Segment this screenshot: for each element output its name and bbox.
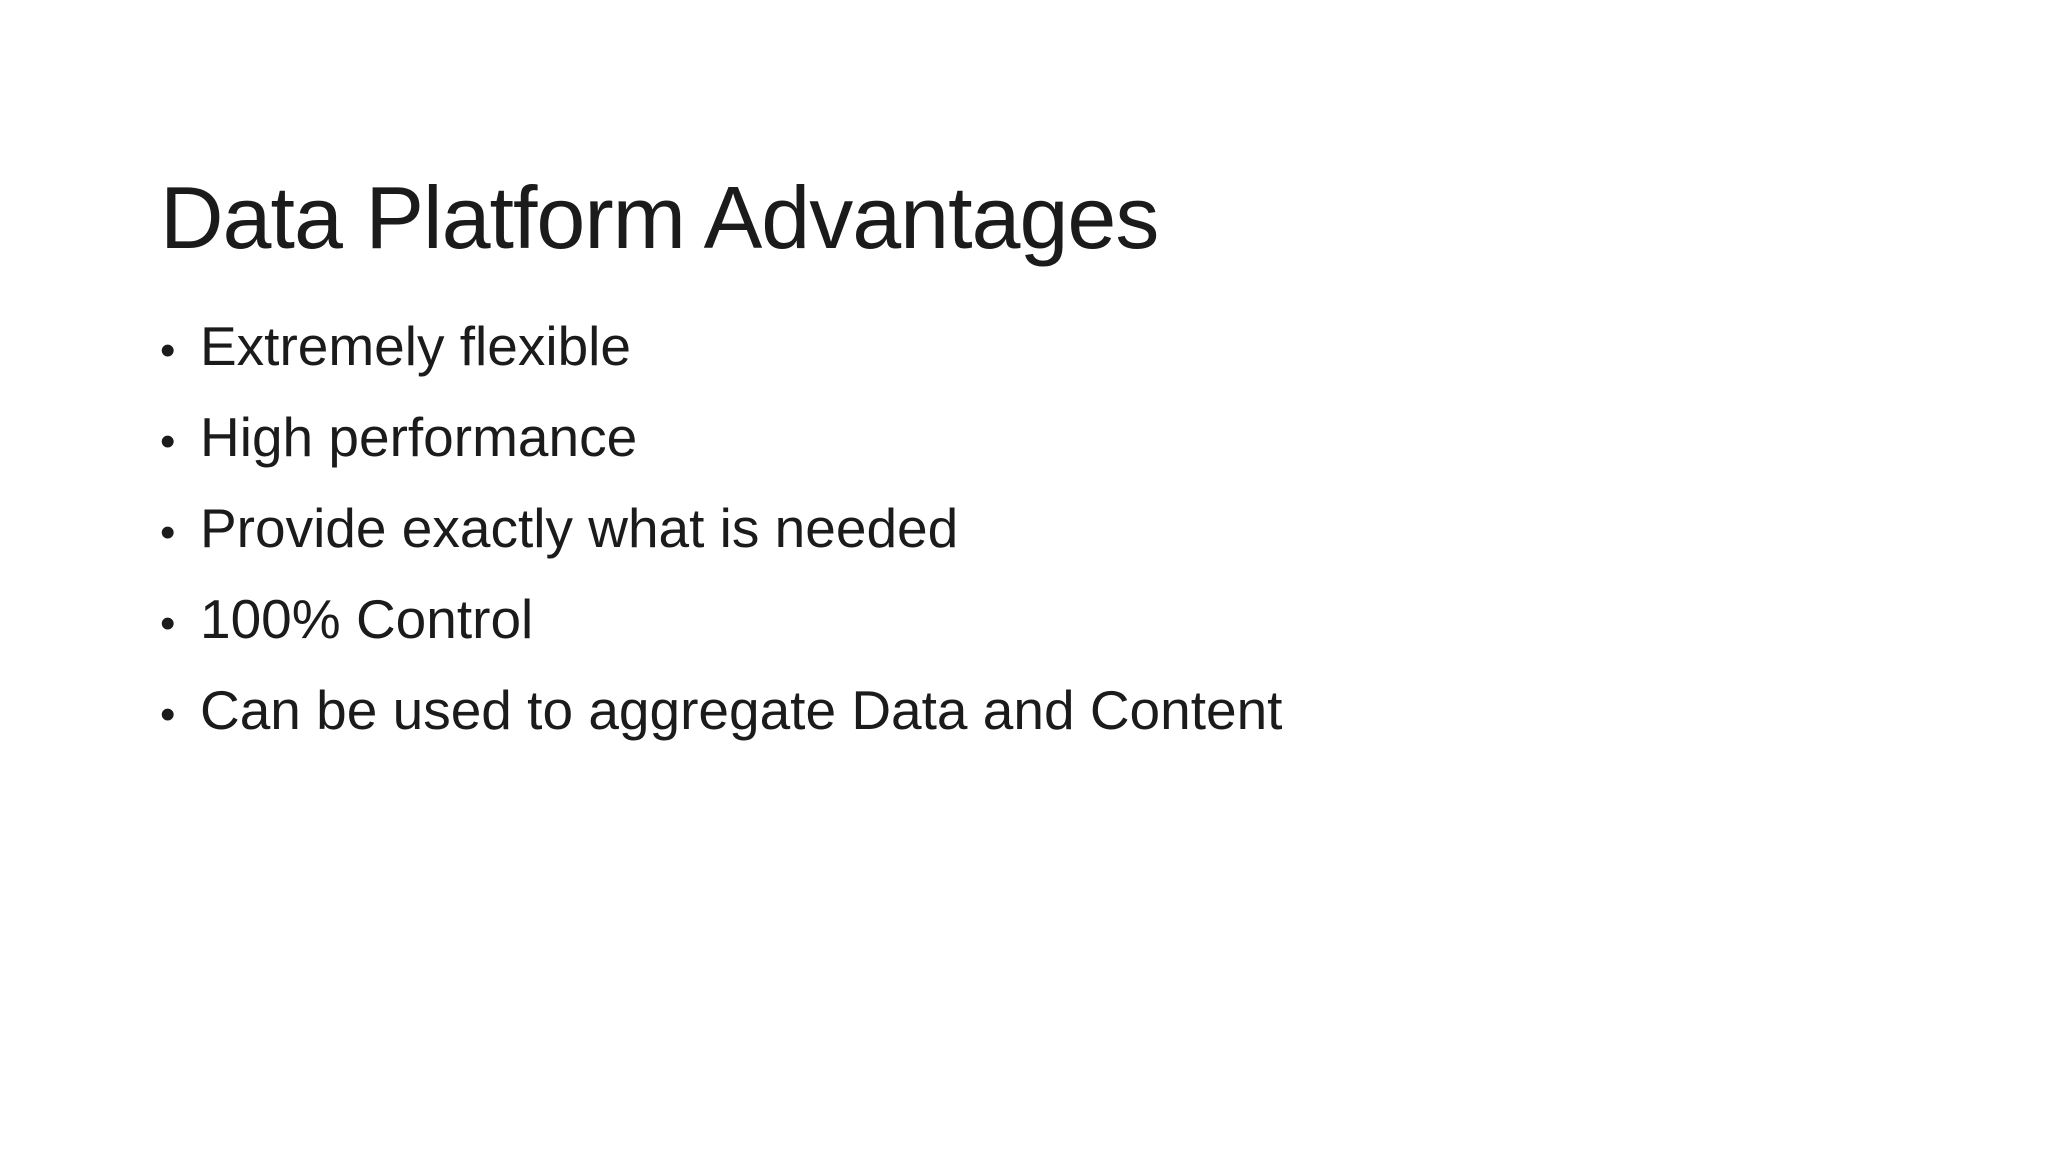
- bullet-list: • Extremely flexible • High performance …: [160, 303, 1282, 758]
- bullet-item: • Extremely flexible: [160, 303, 1282, 394]
- bullet-marker-icon: •: [160, 508, 176, 557]
- bullet-marker-icon: •: [160, 326, 176, 375]
- slide-title: Data Platform Advantages: [160, 167, 1159, 267]
- bullet-marker-icon: •: [160, 690, 176, 739]
- bullet-item: • High performance: [160, 394, 1282, 485]
- bullet-marker-icon: •: [160, 599, 176, 648]
- bullet-text: 100% Control: [200, 588, 534, 650]
- bullet-text: Extremely flexible: [200, 315, 631, 377]
- bullet-item: • Provide exactly what is needed: [160, 485, 1282, 576]
- bullet-text: Can be used to aggregate Data and Conten…: [200, 679, 1283, 741]
- bullet-marker-icon: •: [160, 417, 176, 466]
- bullet-text: Provide exactly what is needed: [200, 497, 959, 559]
- bullet-item: • Can be used to aggregate Data and Cont…: [160, 667, 1282, 758]
- bullet-item: • 100% Control: [160, 576, 1282, 667]
- bullet-text: High performance: [200, 406, 638, 468]
